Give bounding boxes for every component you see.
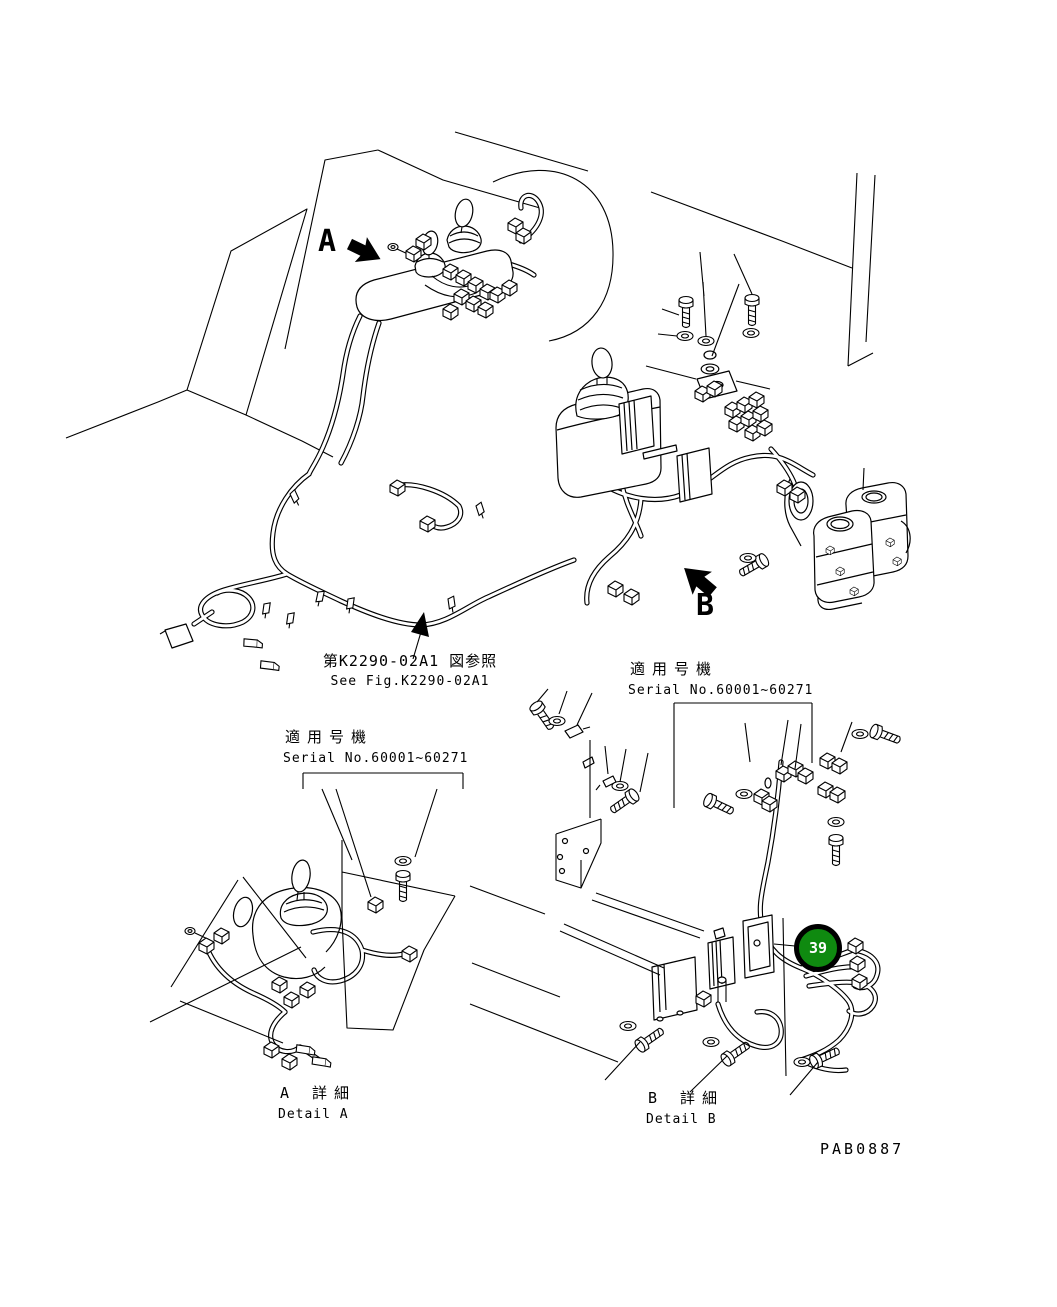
wiring-harness (191, 192, 881, 1074)
applicability-left-title: 適用号機 (285, 728, 374, 746)
cab-outline (65, 131, 876, 458)
view-arrows (343, 231, 723, 637)
leader-lines (149, 251, 865, 1096)
see-fig-arrow-icon (411, 612, 429, 637)
reference-note-en: See Fig.K2290-02A1 (330, 674, 490, 689)
applicability-right-serial: Serial No.60001~60271 (628, 683, 814, 698)
part-callout-badge[interactable]: 39 (794, 924, 842, 972)
drawing-code: PAB0887 (820, 1140, 905, 1158)
arrow-a-icon (343, 231, 387, 272)
applicability-left-serial: Serial No.60001~60271 (283, 751, 469, 766)
detail-b-title-en: Detail B (646, 1112, 717, 1127)
detail-b-title-jp: B 詳細 (648, 1089, 725, 1107)
detail-a-title-en: Detail A (278, 1107, 349, 1122)
applicability-right-title: 適用号機 (630, 660, 719, 678)
view-marker-a: A (318, 224, 337, 259)
fasteners-connectors (198, 217, 903, 1072)
detail-a-title-jp: A 詳細 (280, 1084, 357, 1102)
view-marker-b: B (696, 588, 715, 623)
reference-note-jp: 第K2290-02A1 図参照 (322, 652, 498, 670)
console-and-parts (159, 198, 911, 1022)
